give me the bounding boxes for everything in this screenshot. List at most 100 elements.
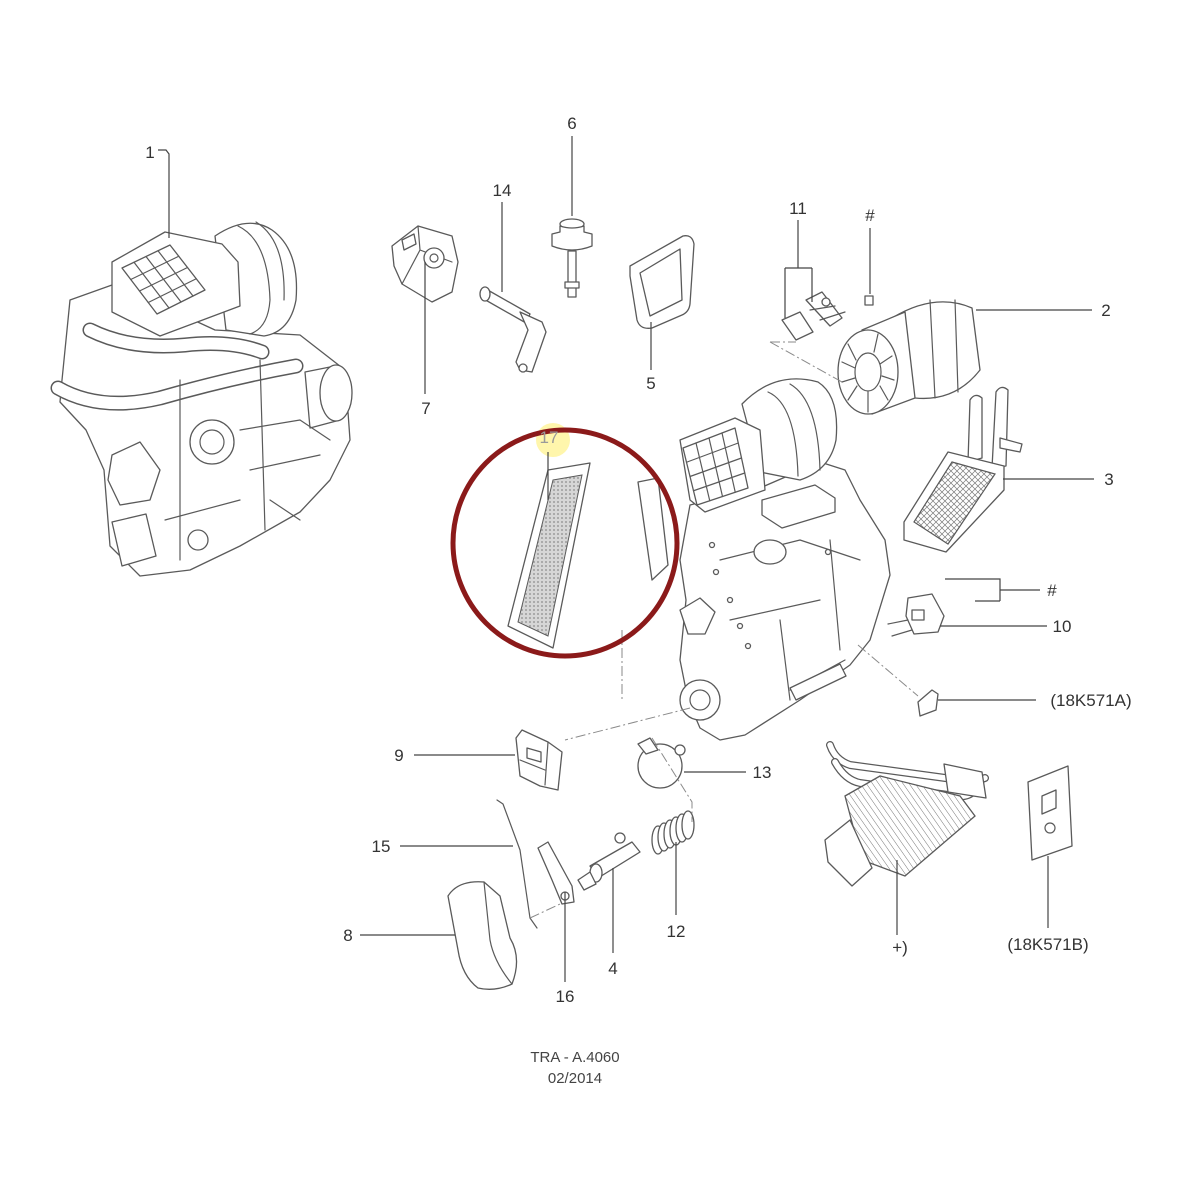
heater-core-pipe-1: [967, 394, 983, 463]
lever-rod-end: [479, 286, 491, 302]
leader-line-11: [784, 220, 813, 318]
diagram-footer: TRA - A.4060 02/2014: [530, 1049, 619, 1087]
clip-18k571a: [917, 689, 939, 717]
housing-pin: [744, 642, 752, 650]
callout-14: 14: [493, 181, 512, 200]
assembly-vent-inner: [199, 429, 225, 455]
assembly-drum-rings: [237, 221, 285, 335]
clip-18k571a-drawing: [917, 689, 939, 717]
housing-bottom-slot: [789, 663, 847, 701]
evaporator-flange: [943, 763, 987, 799]
part-14-link-lever-drawing: [479, 286, 547, 373]
part-10-actuator-drawing: [887, 593, 945, 637]
resistor-terminal: [821, 297, 831, 307]
leader-line-1: [158, 149, 170, 238]
assembly-pipe-fill: [52, 360, 302, 410]
assembly-lower-bracket: [111, 513, 157, 567]
part-10-connector: [911, 609, 925, 621]
part-12-spring-drawing: [651, 810, 695, 855]
callout-1: 1: [145, 143, 154, 162]
part-5-gasket-drawing: [629, 235, 695, 329]
guide-line: [529, 903, 561, 919]
lever-16-body: [537, 841, 575, 905]
cap-knob: [674, 744, 686, 756]
evaporator-drawing: [824, 741, 989, 887]
part-13-cap-drawing: [637, 737, 686, 789]
actuator-output-hole: [429, 253, 439, 263]
rod-wire: [496, 799, 538, 929]
part-4-shaft-drawing: [577, 832, 641, 891]
part-15-rod-drawing: [496, 799, 538, 929]
lever-pivot: [518, 363, 528, 373]
housing-drum-rings: [767, 383, 821, 477]
callout-10: 10: [1053, 617, 1072, 636]
callout-hash-top: #: [865, 206, 875, 225]
assembly-guide-lines: [529, 341, 919, 919]
part-17-cabin-filter-drawing: [507, 462, 591, 649]
callout-hash-right: #: [1047, 581, 1057, 600]
part-3-heater-core-drawing: [903, 386, 1023, 553]
highlight-circle: [450, 427, 680, 659]
callout-2: 2: [1101, 301, 1110, 320]
part-6-vacuum-actuator-drawing: [551, 218, 593, 298]
callout-16: 16: [556, 987, 575, 1006]
callout-18k571a: (18K571A): [1050, 691, 1131, 710]
callout-8: 8: [343, 926, 352, 945]
housing-lower-vent: [679, 679, 721, 721]
resistor-base: [781, 311, 814, 341]
housing-top-latch: [761, 484, 836, 529]
heater-core-pipe-stub: [999, 437, 1023, 453]
vacuum-actuator-collar: [564, 281, 580, 289]
shaft-end: [577, 871, 597, 891]
housing-flap: [637, 477, 669, 581]
callout-18k571b: (18K571B): [1007, 935, 1088, 954]
housing-pin: [736, 622, 744, 630]
leader-lines: [158, 136, 1094, 982]
bracket-edges: [519, 741, 549, 786]
housing-pin: [708, 541, 716, 549]
guide-line: [769, 341, 843, 383]
vacuum-actuator-housing: [551, 225, 593, 251]
assembly-vent-round: [189, 419, 235, 465]
part-2-blower-motor-drawing: [837, 299, 981, 415]
housing-pin: [712, 568, 720, 576]
part-1-heater-assembly-drawing: [50, 221, 353, 577]
diagram-code: TRA - A.4060: [530, 1049, 619, 1066]
callout-11: 11: [789, 199, 807, 218]
leader-line-hash-right: [945, 578, 1040, 602]
blower-fan-hub: [854, 352, 882, 392]
housing-pins: [708, 541, 832, 650]
guide-line: [857, 644, 919, 697]
assembly-lower-fitting: [187, 529, 209, 551]
guide-line: [564, 707, 691, 741]
housing-lower-vent-inner: [689, 689, 711, 711]
plate-18k571b-hole: [1044, 822, 1056, 834]
housing-round-port: [753, 539, 787, 565]
lever-arm: [515, 311, 547, 373]
cover-edge: [483, 881, 513, 985]
part-16-lever-drawing: [537, 841, 575, 905]
filter-media: [517, 474, 583, 637]
callout-labels: 1 14 6 11 # 2 7 5 3 17 # 10 (18K571A) 9 …: [145, 114, 1131, 1006]
bracket-tab: [526, 747, 542, 763]
part-8-cover-drawing: [447, 881, 518, 990]
heater-core-pipe-2: [991, 386, 1009, 469]
evaporator-tank: [824, 819, 873, 887]
callout-6: 6: [567, 114, 576, 133]
callout-15: 15: [372, 837, 391, 856]
housing-blower-drum: [741, 378, 838, 481]
plate-18k571b-drawing: [1027, 765, 1073, 861]
housing-square-vent: [679, 597, 716, 635]
callout-3: 3: [1104, 470, 1113, 489]
callout-7: 7: [421, 399, 430, 418]
diagram-date: 02/2014: [548, 1070, 602, 1087]
callout-12: 12: [667, 922, 686, 941]
gasket-inner: [639, 248, 683, 317]
part-10-body: [905, 593, 945, 635]
callout-9: 9: [394, 746, 403, 765]
housing-grid-lines: [685, 432, 746, 502]
blower-fan-blades: [841, 333, 895, 413]
assembly-body-lines: [164, 359, 331, 561]
